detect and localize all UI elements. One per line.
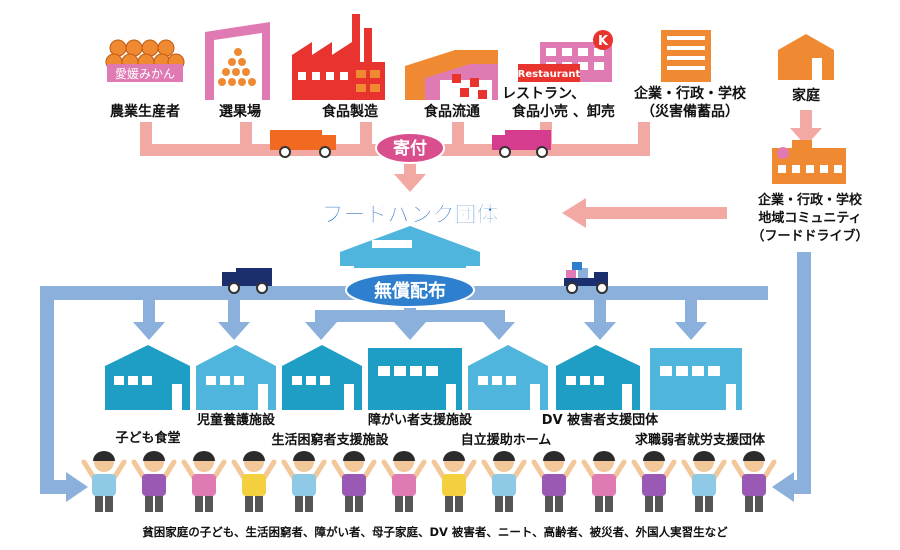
person-icon <box>431 451 477 512</box>
facility-label-jiritsu-enjo: 自立援助ホーム <box>461 432 552 448</box>
central-title: フードバンク団体 <box>321 203 499 228</box>
facility-house-icon <box>468 345 548 410</box>
facility-label-kyushoku-jakusha: 求職弱者就労支援団体 <box>635 432 766 448</box>
distribution-badge: 無償配布 <box>345 272 475 308</box>
office-building-icon <box>661 30 711 82</box>
beneficiaries-caption: 貧困家庭の子ども、生活困窮者、障がい者、母子家庭、DV 被害者、ニート、高齢者、… <box>142 525 728 539</box>
person-icon <box>81 451 127 512</box>
facility-house-icon <box>368 348 462 410</box>
warehouse-icon <box>405 50 498 100</box>
delivery-truck-icon <box>270 130 336 158</box>
donation-label: 寄付 <box>393 138 427 159</box>
donor-org-label-line2: （災害備蓄品） <box>641 103 739 120</box>
beneficiaries-group <box>81 451 777 512</box>
sorting-shed-icon <box>205 22 270 100</box>
factory-icon <box>292 14 385 100</box>
person-icon <box>531 451 577 512</box>
foodbank-building-icon <box>340 226 480 268</box>
facility-house-icon <box>196 345 276 410</box>
donor-manufacturing-label: 食品製造 <box>322 103 378 120</box>
facility-house-icon <box>556 345 640 410</box>
person-icon <box>631 451 677 512</box>
facility-label-kodomo-shokudo: 子ども食堂 <box>115 430 180 446</box>
distribution-label: 無償配布 <box>374 280 446 302</box>
delivery-truck-icon <box>222 268 272 294</box>
distribution-flow-arrows <box>40 252 811 502</box>
food-drive-label-line1: 企業・行政・学校 <box>757 192 863 208</box>
facility-house-icon <box>282 345 362 410</box>
person-icon <box>731 451 777 512</box>
person-icon <box>681 451 727 512</box>
restaurant-icon: K Restaurant <box>518 30 613 82</box>
donor-restaurant-label-line1: レストラン、 <box>502 86 585 102</box>
delivery-truck-icon <box>564 262 608 294</box>
donor-restaurant-label-line2: 食品小売 、卸売 <box>512 103 615 120</box>
food-drive-label-line2: 地域コミュニティ <box>758 210 861 226</box>
donor-household-label: 家庭 <box>792 87 821 104</box>
person-icon <box>481 451 527 512</box>
donor-sorting-label: 選果場 <box>219 103 261 120</box>
person-icon <box>581 451 627 512</box>
person-icon <box>281 451 327 512</box>
home-icon <box>778 34 834 80</box>
person-icon <box>231 451 277 512</box>
donor-distribution-label: 食品流通 <box>424 103 480 120</box>
donation-badge: 寄付 <box>375 132 445 164</box>
person-icon <box>131 451 177 512</box>
facility-label-seikatsu-konkyu: 生活困窮者支援施設 <box>271 432 389 448</box>
facility-label-jido-yogo: 児童養護施設 <box>196 412 276 428</box>
facility-house-icon <box>650 348 742 410</box>
facility-label-dv-shien: DV 被害者支援団体 <box>542 412 659 428</box>
person-icon <box>381 451 427 512</box>
school-icon <box>772 140 846 184</box>
restaurant-sign: Restaurant <box>518 69 581 80</box>
donor-farmer-label: 農業生産者 <box>110 103 180 120</box>
facility-house-icon <box>105 345 190 410</box>
person-icon <box>181 451 227 512</box>
facility-label-shogaisha: 障がい者支援施設 <box>368 412 473 428</box>
mikan-crate-icon: 愛媛みかん <box>105 39 185 82</box>
person-icon <box>331 451 377 512</box>
food-drive-label-line3: （フードドライブ） <box>751 228 868 244</box>
restaurant-logo: K <box>598 34 609 49</box>
mikan-brand-label: 愛媛みかん <box>115 67 175 81</box>
donor-org-label-line1: 企業・行政・学校 <box>633 85 747 102</box>
delivery-truck-icon <box>492 130 551 158</box>
